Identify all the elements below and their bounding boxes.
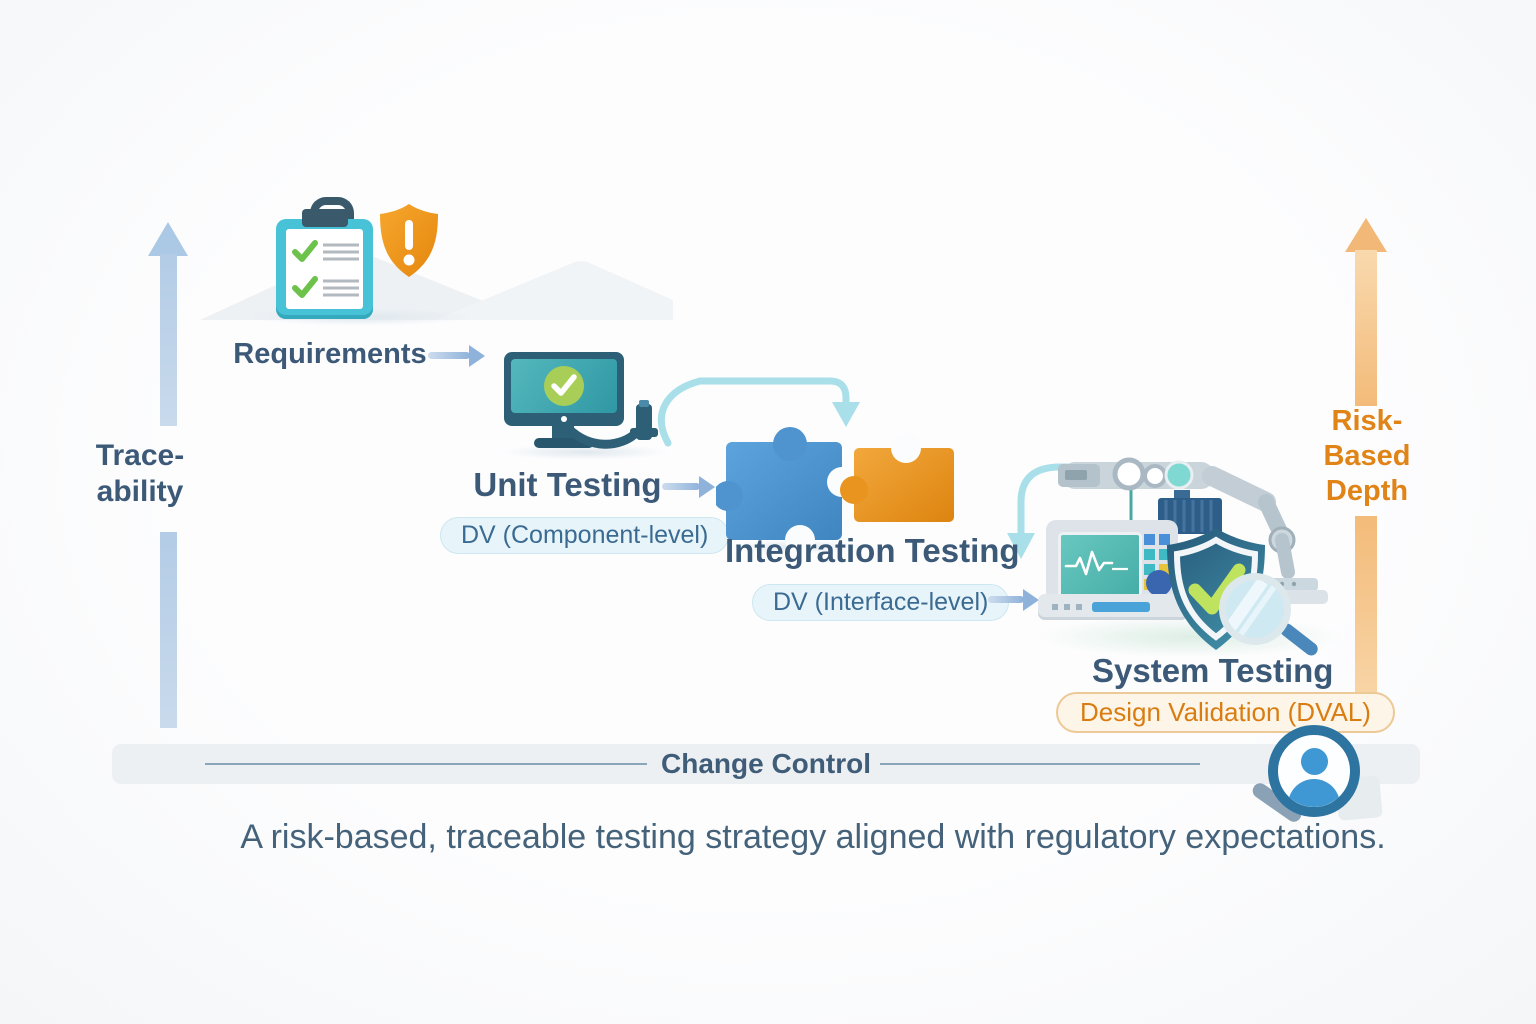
monitor-check-mark — [551, 374, 577, 396]
device-base-strip — [1092, 602, 1150, 612]
device-base-ticks — [1052, 604, 1086, 610]
audit-magnifier-ring — [1268, 725, 1360, 817]
integration-dv-badge-text: DV (Interface-level) — [773, 588, 989, 616]
monitor-chin-dot — [561, 416, 567, 422]
device-button — [1159, 564, 1170, 575]
integration-testing-label: Integration Testing — [725, 532, 1020, 569]
risk-depth-label-line1: Risk- — [1331, 405, 1403, 437]
system-dval-badge-text: Design Validation (DVAL) — [1080, 697, 1371, 727]
diagram-caption: A risk-based, traceable testing strategy… — [240, 818, 1386, 856]
system-testing-label: System Testing — [1092, 652, 1334, 689]
risk-depth-arrow-shaft-top — [1355, 250, 1377, 406]
audit-person-body — [1288, 779, 1340, 807]
change-control-bar: Change Control — [112, 744, 1420, 784]
monitor-check-icon — [504, 352, 664, 452]
unit-testing-label: Unit Testing — [473, 466, 662, 503]
device-button — [1159, 549, 1170, 560]
risk-depth-label-line3: Depth — [1325, 475, 1409, 507]
device-button — [1144, 564, 1155, 575]
device-ecg-wave — [1064, 550, 1128, 576]
magnifier-lens — [1226, 580, 1284, 638]
clipboard-check-row1 — [292, 240, 359, 262]
traceability-label-line2: ability — [96, 475, 184, 508]
change-control-line-left — [205, 763, 647, 765]
unit-dv-badge: DV (Component-level) — [440, 517, 730, 554]
requirements-label: Requirements — [233, 338, 427, 370]
clipboard-clip — [302, 209, 348, 227]
change-control-label: Change Control — [661, 748, 871, 779]
user-audit-magnifier-icon — [1243, 715, 1383, 830]
risk-depth-label: Risk- Based Depth — [1312, 404, 1422, 509]
traceability-label-line1: Trace- — [95, 439, 185, 472]
change-control-line-right — [880, 763, 1200, 765]
integration-dv-badge: DV (Interface-level) — [752, 584, 1010, 621]
risk-depth-arrowhead — [1345, 218, 1387, 252]
integration-flow-arrow — [988, 588, 1039, 611]
audit-person-head — [1301, 748, 1328, 775]
risk-depth-arrow-shaft-bottom — [1355, 516, 1377, 729]
device-round-button — [1146, 570, 1172, 596]
puzzle-pieces-icon — [716, 427, 954, 555]
device-button — [1144, 534, 1155, 545]
traceability-label: Trace- ability — [85, 438, 195, 510]
requirements-flow-arrow — [428, 344, 485, 367]
clipboard-check-row2 — [292, 276, 359, 298]
test-probe-icon — [565, 400, 658, 449]
device-button — [1144, 549, 1155, 560]
risk-depth-label-line2: Based — [1323, 440, 1411, 472]
device-button — [1159, 534, 1170, 545]
unit-to-integration-arrow — [657, 377, 850, 447]
monitor-shadow — [500, 444, 670, 460]
magnifier-icon — [1213, 573, 1325, 665]
unit-to-integration-arrowhead — [832, 402, 860, 427]
unit-dv-badge-text: DV (Component-level) — [461, 521, 709, 549]
system-dval-badge: Design Validation (DVAL) — [1056, 692, 1395, 733]
warning-shield-icon — [380, 204, 438, 277]
traceability-arrow-shaft-top — [160, 254, 177, 426]
integration-to-system-arrowhead — [1007, 533, 1035, 559]
unit-flow-arrow — [662, 475, 715, 498]
clipboard-checklist-icon — [276, 197, 376, 319]
monitor-foot — [534, 438, 594, 448]
traceability-arrowhead — [148, 222, 188, 256]
traceability-arrow-shaft-bottom — [160, 532, 177, 728]
medical-device-icon — [1038, 520, 1188, 620]
